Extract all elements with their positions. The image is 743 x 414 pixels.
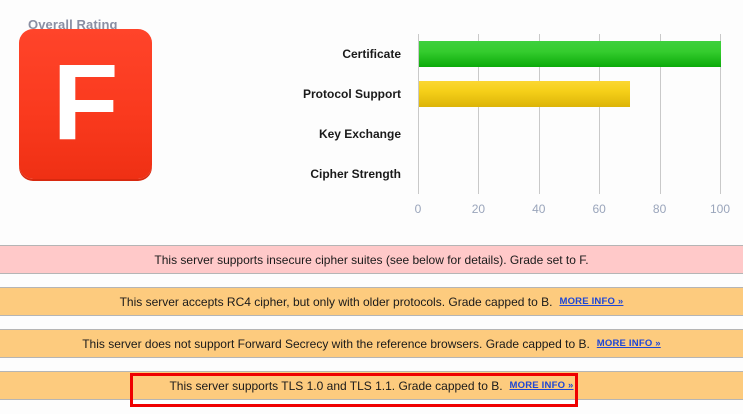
chart-x-tick-label: 20 [471, 202, 486, 216]
chart-gridline [478, 34, 480, 194]
alert-list: This server supports insecure cipher sui… [0, 245, 743, 400]
chart-category-label: Cipher Strength [310, 167, 401, 181]
alert-tls-10-11: This server supports TLS 1.0 and TLS 1.1… [0, 371, 743, 400]
alert-row: This server supports TLS 1.0 and TLS 1.1… [0, 371, 743, 400]
chart-x-axis: 0 20 40 60 80 100 [414, 196, 730, 218]
more-info-link[interactable]: MORE INFO » [596, 338, 661, 349]
grade-letter: F [52, 41, 119, 162]
alert-message: This server supports TLS 1.0 and TLS 1.1… [169, 378, 503, 393]
chart-gridline [418, 34, 419, 194]
alert-row: This server accepts RC4 cipher, but only… [0, 287, 743, 316]
more-info-link[interactable]: MORE INFO » [559, 296, 624, 307]
alert-message: This server supports insecure cipher sui… [154, 252, 589, 267]
chart-x-tick-label: 40 [532, 202, 546, 216]
chart-category-labels: Certificate Protocol Support Key Exchang… [300, 34, 410, 194]
chart-plot-area [418, 34, 721, 194]
chart-bar-certificate [419, 41, 721, 67]
alert-row: This server does not support Forward Sec… [0, 329, 743, 358]
chart-x-tick-label: 80 [652, 202, 667, 216]
chart-category-label: Protocol Support [303, 87, 401, 101]
chart-category-label: Certificate [342, 47, 401, 61]
chart-bar-protocol-support [419, 81, 631, 107]
more-info-link[interactable]: MORE INFO » [509, 380, 574, 391]
alert-spacer [0, 316, 743, 329]
chart-category-label: Key Exchange [318, 127, 401, 141]
alert-row: This server supports insecure cipher sui… [0, 245, 743, 274]
chart-gridline [720, 34, 721, 194]
overall-grade-badge: F [19, 29, 152, 179]
chart-gridline [659, 34, 661, 194]
alert-no-forward-secrecy: This server does not support Forward Sec… [0, 329, 743, 358]
alert-message: This server does not support Forward Sec… [82, 336, 590, 351]
alert-rc4-cipher: This server accepts RC4 cipher, but only… [0, 287, 743, 316]
chart-gridline [538, 34, 540, 194]
chart-x-tick-label: 100 [709, 202, 731, 216]
overall-rating-panel: Overall Rating F Certificate Protocol Su… [19, 17, 740, 223]
alert-insecure-cipher-suites: This server supports insecure cipher sui… [0, 245, 743, 274]
rating-breakdown-chart: Certificate Protocol Support Key Exchang… [300, 18, 740, 223]
alert-spacer [0, 274, 743, 287]
chart-x-tick-label: 0 [414, 202, 422, 216]
alert-spacer [0, 358, 743, 371]
chart-x-tick-label: 60 [592, 202, 606, 216]
chart-gridline [599, 34, 601, 194]
page-title: Overall Rating [28, 17, 118, 32]
alert-message: This server accepts RC4 cipher, but only… [119, 294, 553, 309]
